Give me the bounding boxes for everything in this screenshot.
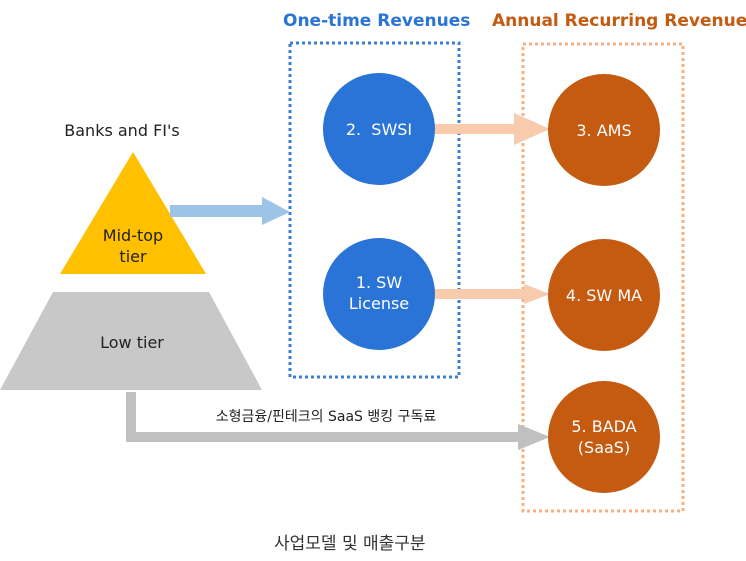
figure-caption: 사업모델 및 매출구분	[274, 534, 426, 554]
one-time-revenues-header: One-time Revenues	[283, 11, 471, 31]
bada-saas-circle	[548, 381, 660, 493]
annual-recurring-revenue-header: Annual Recurring Revenue	[492, 11, 746, 31]
low-tier-label: Low tier	[100, 333, 164, 352]
swsi-circle	[323, 73, 435, 185]
bada-label-1: 5. BADA	[571, 417, 636, 436]
sw-license-circle	[323, 238, 435, 350]
sw-license-label-2: License	[349, 294, 409, 313]
bada-label-2: (SaaS)	[578, 438, 630, 457]
swsi-to-ams-arrow	[433, 113, 550, 145]
license-to-swma-arrow	[433, 284, 550, 304]
ams-circle	[548, 74, 660, 186]
sw-license-label-1: 1. SW	[356, 273, 403, 292]
saas-subscription-label: 소형금융/핀테크의 SaaS 뱅킹 구독료	[216, 409, 437, 425]
mid-top-tier-label-2: tier	[119, 247, 147, 266]
one-time-revenues-box	[288, 41, 461, 379]
mid-top-tier-label-1: Mid-top	[103, 226, 163, 245]
low-tier-trapezoid	[0, 292, 262, 390]
pyramid-title: Banks and FI's	[64, 121, 179, 140]
recurring-revenue-box	[521, 42, 685, 513]
low-tier-to-bada-arrow	[126, 392, 550, 450]
ams-label: 3. AMS	[576, 121, 631, 140]
sw-ma-label: 4. SW MA	[566, 286, 642, 305]
swsi-label: 2. SWSI	[346, 120, 412, 139]
sw-ma-circle	[548, 239, 660, 351]
mid-top-tier-triangle	[60, 152, 206, 274]
mid-tier-to-one-time-arrow	[170, 197, 290, 225]
